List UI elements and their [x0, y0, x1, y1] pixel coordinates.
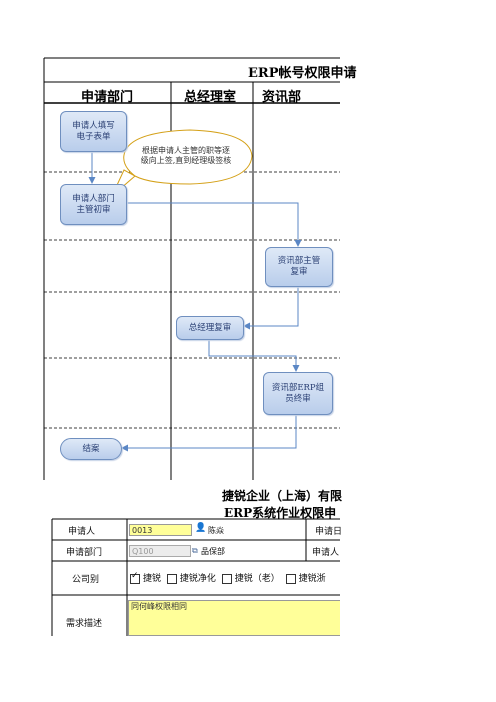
- applicant-label: 申请人: [68, 527, 96, 537]
- company-option-2[interactable]: 捷锐净化: [166, 573, 216, 584]
- checkbox-checked-icon[interactable]: [130, 571, 140, 584]
- applicant-id-field[interactable]: 0013: [129, 524, 192, 536]
- dept-name: 品保部: [201, 547, 225, 556]
- step-erp-final-review: 资讯部ERP组 员终审: [263, 372, 333, 415]
- column-header-it-dept: 资讯部: [262, 90, 302, 105]
- lookup-icon[interactable]: ⧉: [192, 546, 198, 555]
- user-icon: 👤: [195, 523, 207, 533]
- step-it-supervisor-review-label: 资讯部主管 复审: [277, 256, 321, 277]
- company-label: 公司别: [72, 575, 100, 585]
- step-dept-review: 申请人部门 主管初审: [60, 184, 127, 225]
- company-name: 捷锐企业（上海）有限: [222, 489, 343, 503]
- step-it-supervisor-review: 资讯部主管 复审: [265, 247, 333, 287]
- callout-text: 根据申请人主管的职等逐级向上签,直到经理级签核: [140, 146, 232, 166]
- company-option-3[interactable]: 捷锐（老）: [221, 573, 280, 584]
- applicant-name: 陈焱: [208, 526, 224, 535]
- flowchart-title: ERP帐号权限申请: [248, 66, 357, 81]
- dept-code-field[interactable]: Q100: [129, 545, 191, 557]
- step-gm-review-label: 总经理复审: [188, 322, 232, 333]
- form-title: ERP系统作业权限申: [224, 506, 337, 520]
- callout-bubble: [111, 129, 253, 197]
- column-header-gm-office: 总经理室: [184, 90, 237, 105]
- applicant-right-label: 申请人: [312, 548, 340, 558]
- flowchart: ERP帐号权限申请 申请部门 总经理室 资讯部 申请人填写 电子表单 申请人部门…: [43, 57, 357, 480]
- request-description-field[interactable]: 同何峰权限相同: [128, 600, 340, 636]
- step-gm-review: 总经理复审: [176, 316, 244, 340]
- company-option-1[interactable]: 捷锐: [130, 571, 161, 584]
- step-erp-final-review-label: 资讯部ERP组 员终审: [271, 382, 325, 404]
- dept-label: 申请部门: [66, 548, 103, 558]
- step-close-label: 结案: [82, 443, 100, 454]
- checkbox-icon[interactable]: [166, 573, 177, 584]
- column-header-applicant-dept: 申请部门: [81, 90, 134, 105]
- step-close: 结案: [60, 438, 122, 460]
- checkbox-icon[interactable]: [285, 573, 296, 584]
- step-fill-form: 申请人填写 电子表单: [60, 111, 127, 152]
- step-fill-form-label: 申请人填写 电子表单: [72, 120, 115, 142]
- checkbox-icon[interactable]: [221, 573, 232, 584]
- company-option-4[interactable]: 捷锐浙: [285, 573, 326, 584]
- company-options: 捷锐 捷锐净化 捷锐（老） 捷锐浙: [130, 571, 326, 584]
- flowchart-grid: [43, 57, 340, 480]
- request-label: 需求描述: [66, 619, 103, 629]
- apply-date-label: 申请日: [315, 527, 343, 537]
- step-dept-review-label: 申请人部门 主管初审: [72, 193, 115, 215]
